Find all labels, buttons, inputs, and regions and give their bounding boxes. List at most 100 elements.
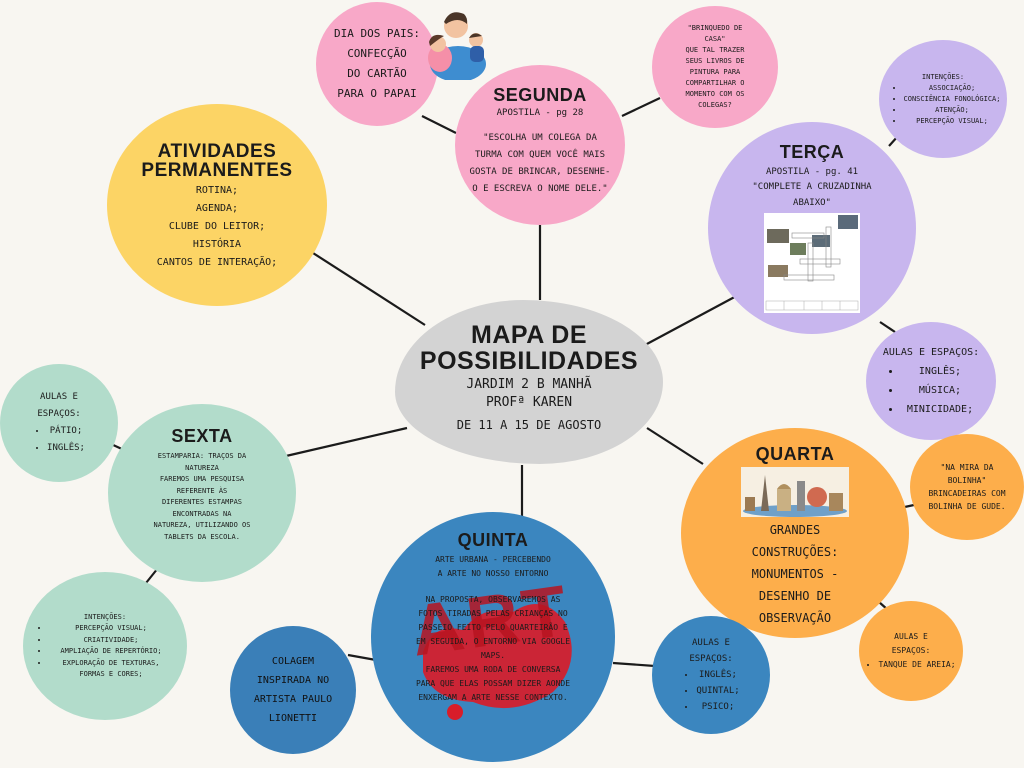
family-illustration	[428, 12, 486, 80]
aulas-terca-item: MINICIDADE;	[901, 400, 979, 419]
terca-title: TERÇA	[779, 142, 845, 162]
brinquedo-line: "BRINQUEDO DE	[687, 24, 743, 32]
na-mira-da-bolinha-node: "NA MIRA DA BOLINHA" BRINCADEIRAS COM BO…	[910, 434, 1024, 540]
sexta-text-line: DIFERENTES ESTAMPAS	[161, 498, 243, 506]
colagem-line: ARTISTA PAULO	[253, 694, 333, 705]
segunda-text-line: TURMA COM QUEM VOCÊ MAIS	[474, 150, 606, 160]
aulas-sexta-heading: ESPAÇOS:	[37, 409, 81, 419]
quinta-title: QUINTA	[457, 530, 529, 550]
segunda-node: SEGUNDA APOSTILA - pg 28 "ESCOLHA UM COL…	[455, 65, 625, 225]
brinquedo-line: MOMENTO COM OS	[685, 90, 745, 98]
colagem-line: COLAGEM	[271, 656, 315, 667]
aulas-terca-node: AULAS E ESPAÇOS: INGLÊS; MÚSICA; MINICID…	[866, 322, 996, 440]
intencoes-sexta-node: INTENÇÕES: PERCEPÇÃO VISUAL; CRIATIVIDAD…	[23, 572, 187, 720]
segunda-text-line: O E ESCREVA O NOME DELE."	[472, 184, 608, 194]
intencoes-terca-item: ATENÇÃO;	[904, 105, 1001, 116]
connector	[312, 252, 426, 326]
brinquedo-line: PINTURA PARA	[689, 68, 741, 76]
sexta-text-line: NATUREZA, UTILIZANDO OS	[153, 521, 251, 529]
colagem-node: COLAGEM INSPIRADA NO ARTISTA PAULO LIONE…	[230, 626, 356, 754]
aulas-quinta-item: INGLÊS;	[696, 667, 739, 683]
quinta-p3-line: ENXERGAM A ARTE NESSE CONTEXTO.	[418, 693, 568, 702]
intencoes-sexta-item: PERCEPÇÃO VISUAL;	[49, 623, 173, 635]
aulas-quinta-node: AULAS E ESPAÇOS: INGLÊS; QUINTAL; PSICO;	[652, 616, 770, 734]
quarta-text-line: GRANDES	[769, 523, 821, 537]
connector	[421, 115, 457, 134]
art-graffiti-image	[423, 604, 572, 720]
center-title-line2: POSSIBILIDADES	[419, 347, 639, 375]
segunda-text-line: "ESCOLHA UM COLEGA DA	[483, 133, 597, 143]
aulas-quarta-item: TANQUE DE AREIA;	[878, 658, 955, 672]
intencoes-terca-item: ASSOCIAÇÃO;	[904, 83, 1001, 94]
quarta-text-line: OBSERVAÇÃO	[758, 611, 832, 625]
aulas-terca-item: INGLÊS;	[901, 362, 979, 381]
quinta-node: ART QUINTA ARTE URBANA - PERCEBENDO A AR…	[371, 512, 615, 762]
aulas-sexta-node: AULAS E ESPAÇOS: PÁTIO; INGLÊS;	[0, 364, 118, 482]
aulas-terca-heading: AULAS E ESPAÇOS:	[882, 347, 980, 358]
quarta-text-line: DESENHO DE	[758, 589, 832, 603]
connector	[347, 653, 377, 662]
mira-line: BRINCADEIRAS COM	[928, 489, 1006, 498]
aulas-sexta-heading: AULAS E	[40, 392, 78, 402]
intencoes-sexta-item: AMPLIAÇÃO DE REPERTÓRIO;	[49, 646, 173, 658]
aulas-sexta-item: PÁTIO;	[47, 423, 85, 440]
quinta-p2-line: FOTOS TIRADAS PELAS CRIANÇAS NO	[418, 609, 568, 618]
connector	[644, 292, 743, 346]
aulas-sexta-item: INGLÊS;	[47, 440, 85, 457]
intencoes-terca-heading: INTENÇÕES:	[921, 72, 965, 81]
segunda-sub: APOSTILA - pg 28	[496, 108, 584, 118]
aulas-quinta-heading: AULAS E	[692, 638, 730, 648]
connector	[646, 427, 704, 465]
sexta-node: SEXTA ESTAMPARIA: TRAÇOS DA NATUREZA FAR…	[108, 404, 296, 582]
atividades-permanentes-node: ATIVIDADES PERMANENTES ROTINA; AGENDA; C…	[107, 104, 327, 306]
mira-line: BOLINHA DE GUDE.	[928, 502, 1006, 511]
brinquedo-line: QUE TAL TRAZER	[685, 46, 745, 54]
intencoes-terca-item: PERCEPÇÃO VISUAL;	[904, 116, 1001, 127]
quinta-line: ARTE URBANA - PERCEBENDO	[435, 555, 551, 564]
dia-pais-line: DO CARTÃO	[347, 67, 407, 80]
sexta-text-line: ENCONTRADAS NA	[172, 509, 232, 518]
intencoes-sexta-item: CRIATIVIDADE;	[49, 635, 173, 647]
intencoes-sexta-heading: INTENÇÕES:	[83, 612, 127, 621]
brinquedo-line: COMPARTILHAR O	[685, 79, 745, 87]
sexta-text-line: REFERENTE ÀS	[176, 486, 228, 495]
intencoes-terca-item: CONSCIÊNCIA FONOLÓGICA;	[904, 94, 1001, 105]
terca-node: TERÇA APOSTILA - pg. 41 "COMPLETE A CRUZ…	[708, 122, 916, 334]
quarta-text-line: MONUMENTOS -	[751, 567, 839, 581]
monuments-image	[741, 467, 849, 517]
quinta-p2-line: EM SEGUIDA, O ENTORNO VIA GOOGLE	[415, 637, 571, 646]
segunda-text-line: GOSTA DE BRINCAR, DESENHE-	[469, 167, 611, 177]
quarta-node: QUARTA GRANDES CONSTRUÇÕES: MONUMENTOS -…	[681, 428, 909, 638]
atividades-item: CANTOS DE INTERAÇÃO;	[156, 257, 278, 268]
quinta-p2-line: NA PROPOSTA, OBSERVAREMOS AS	[425, 595, 561, 604]
quinta-p3-line: PARA QUE ELAS POSSAM DIZER AONDE	[415, 679, 571, 688]
dia-dos-pais-node: DIA DOS PAIS: CONFECÇÃO DO CARTÃO PARA O…	[316, 2, 438, 126]
segunda-title: SEGUNDA	[493, 85, 587, 105]
brinquedo-line: CASA"	[704, 35, 726, 43]
terca-text-line: ABAIXO"	[793, 198, 831, 208]
atividades-title-line2: PERMANENTES	[141, 160, 293, 181]
sexta-title: SEXTA	[171, 426, 233, 446]
connector	[285, 426, 408, 458]
dia-pais-line: CONFECÇÃO	[347, 47, 407, 60]
center-teacher: PROFª KAREN	[485, 395, 573, 410]
sexta-text-line: FAREMOS UMA PESQUISA	[159, 475, 245, 483]
center-class: JARDIM 2 B MANHÃ	[466, 377, 592, 392]
brinquedo-de-casa-node: "BRINQUEDO DE CASA" QUE TAL TRAZER SEUS …	[652, 6, 778, 128]
terca-sub: APOSTILA - pg. 41	[765, 167, 859, 177]
center-blob	[395, 300, 663, 464]
intencoes-terca-node: INTENÇÕES: ASSOCIAÇÃO; CONSCIÊNCIA FONOL…	[879, 40, 1007, 158]
center-node: MAPA DE POSSIBILIDADES JARDIM 2 B MANHÃ …	[395, 322, 663, 434]
quarta-text-line: CONSTRUÇÕES:	[751, 545, 839, 559]
quinta-p2-line: PASSEIO FEITO PELO QUARTEIRÃO E	[418, 623, 568, 632]
sexta-text-line: TABLETS DA ESCOLA.	[164, 532, 240, 541]
terca-text-line: "COMPLETE A CRUZADINHA	[752, 182, 872, 192]
aulas-quarta-node: AULAS E ESPAÇOS: TANQUE DE AREIA;	[859, 601, 963, 701]
connector	[879, 321, 896, 333]
sexta-text-line: NATUREZA	[185, 463, 219, 472]
aulas-quarta-heading: ESPAÇOS:	[891, 646, 931, 655]
quinta-p2-line: MAPS.	[480, 651, 506, 660]
mira-line: BOLINHA"	[947, 476, 987, 485]
aulas-quarta-heading: AULAS E	[894, 632, 928, 641]
